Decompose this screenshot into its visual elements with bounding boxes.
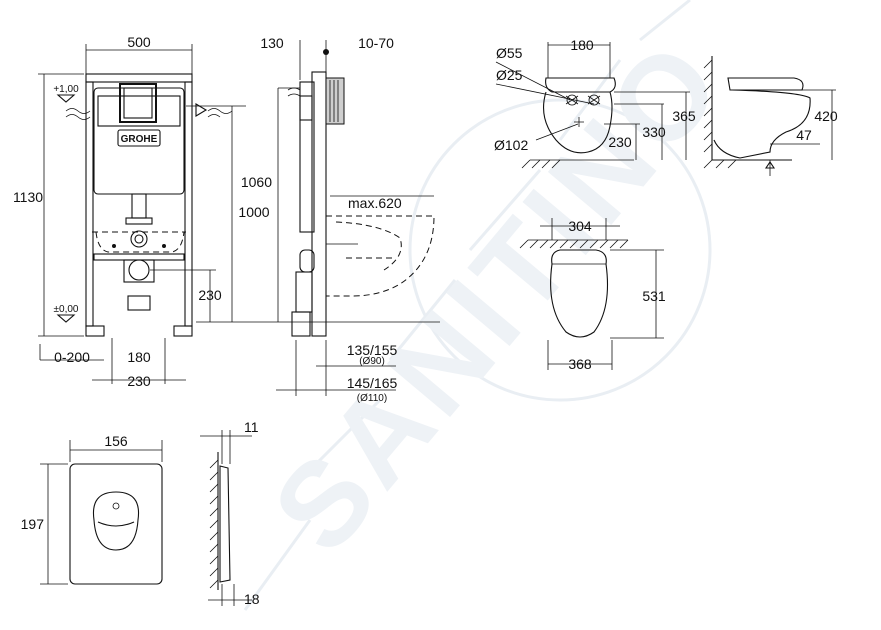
- wc-profile-view: 180 Ø55 Ø25 Ø102 365 330 230: [494, 37, 696, 169]
- dim-d102: Ø102: [494, 137, 528, 153]
- dim-spacing-230: 230: [127, 373, 151, 389]
- dim-pipe-d90: (Ø90): [359, 356, 385, 367]
- wc-seat-side-view: 420 47: [703, 56, 838, 176]
- dim-spacing-180-wc: 180: [570, 37, 594, 53]
- dim-length-531: 531: [642, 288, 666, 304]
- frame-front-view: GROHE: [65, 73, 233, 337]
- dim-width-368: 368: [568, 356, 592, 372]
- dim-width-304: 304: [568, 218, 592, 234]
- dim-height-1130: 1130: [13, 189, 43, 205]
- dim-height-230-wc: 230: [608, 134, 632, 150]
- dim-width-500: 500: [127, 34, 151, 50]
- dim-offset-0-200: 0-200: [54, 349, 90, 365]
- dim-pipe-offset-145-165: 145/165: [347, 375, 398, 391]
- frame-side-view: 1060 max.620 130 10-70 135/155 (Ø90) 145…: [241, 35, 435, 404]
- grohe-logo: GROHE: [121, 134, 158, 145]
- dim-pipe-d110: (Ø110): [357, 393, 387, 404]
- dim-plate-depth-18: 18: [244, 591, 260, 607]
- dim-height-1000: 1000: [238, 204, 269, 220]
- dim-height-420: 420: [814, 108, 838, 124]
- dim-spacing-180: 180: [127, 349, 151, 365]
- watermark-text: SANITINO: [247, 15, 749, 577]
- dim-d25: Ø25: [496, 67, 523, 83]
- level-top-label: +1,00: [53, 84, 79, 95]
- dim-depth-10-70: 10-70: [358, 35, 394, 51]
- dim-height-365: 365: [672, 108, 696, 124]
- dim-plate-width-156: 156: [104, 433, 128, 449]
- watermark: SANITINO: [243, 0, 749, 611]
- dim-height-47: 47: [796, 127, 812, 143]
- dim-height-1060: 1060: [241, 174, 272, 190]
- frame-front-dimensions: 500 1130 +1,00 ±0,00 1000 230 0-200 180 …: [13, 34, 440, 389]
- dim-height-330: 330: [642, 124, 666, 140]
- dim-plate-depth-11: 11: [244, 419, 259, 435]
- dim-pipe-offset-135-155: 135/155: [347, 342, 398, 358]
- dim-plate-height-197: 197: [21, 516, 45, 532]
- dim-depth-130: 130: [260, 35, 284, 51]
- flush-plate-side-view: 11 18: [200, 419, 260, 607]
- dim-max-620: max.620: [348, 195, 402, 211]
- dim-d55: Ø55: [496, 45, 523, 61]
- level-zero-label: ±0,00: [54, 304, 79, 315]
- flush-plate-front-view: 156 197: [21, 433, 163, 585]
- wc-top-view: 304 531 368: [519, 218, 666, 372]
- dim-height-230: 230: [198, 287, 222, 303]
